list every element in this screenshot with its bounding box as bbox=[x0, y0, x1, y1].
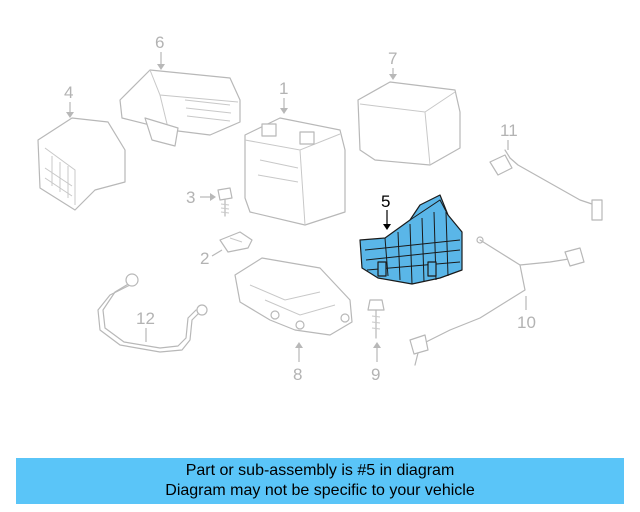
callout-1: 1 bbox=[279, 79, 288, 98]
part-8-tray bbox=[234, 257, 353, 336]
callout-9: 9 bbox=[371, 365, 380, 384]
banner-line-2: Diagram may not be specific to your vehi… bbox=[165, 482, 475, 499]
part-6-cover bbox=[119, 69, 241, 147]
banner-line-1: Part or sub-assembly is #5 in diagram bbox=[185, 462, 455, 479]
callout-2: 2 bbox=[200, 249, 209, 268]
callout-6: 6 bbox=[155, 33, 164, 52]
part-3-bolt bbox=[217, 187, 233, 217]
info-banner: Part or sub-assembly is #5 in diagram Di… bbox=[16, 458, 624, 504]
callout-2-arrow bbox=[211, 249, 223, 257]
callout-5: 5 bbox=[381, 192, 390, 211]
part-12-cable bbox=[97, 273, 208, 353]
callout-12: 12 bbox=[136, 309, 155, 328]
part-4-shield bbox=[37, 117, 126, 211]
callout-4: 4 bbox=[64, 83, 73, 102]
part-10-harness bbox=[409, 236, 585, 366]
part-7-insulator bbox=[357, 81, 461, 166]
callout-10: 10 bbox=[517, 313, 536, 332]
part-1-battery bbox=[244, 117, 346, 226]
part-2-clamp bbox=[219, 231, 253, 253]
part-9-bolt bbox=[367, 299, 385, 339]
callout-8: 8 bbox=[293, 365, 302, 384]
callout-3: 3 bbox=[186, 188, 195, 207]
part-11-cable bbox=[489, 149, 603, 221]
callout-7: 7 bbox=[388, 49, 397, 68]
callout-11: 11 bbox=[500, 121, 518, 140]
part-5-guard-highlighted[interactable] bbox=[359, 194, 463, 285]
parts-diagram: 6 7 4 1 3 2 bbox=[37, 33, 603, 384]
